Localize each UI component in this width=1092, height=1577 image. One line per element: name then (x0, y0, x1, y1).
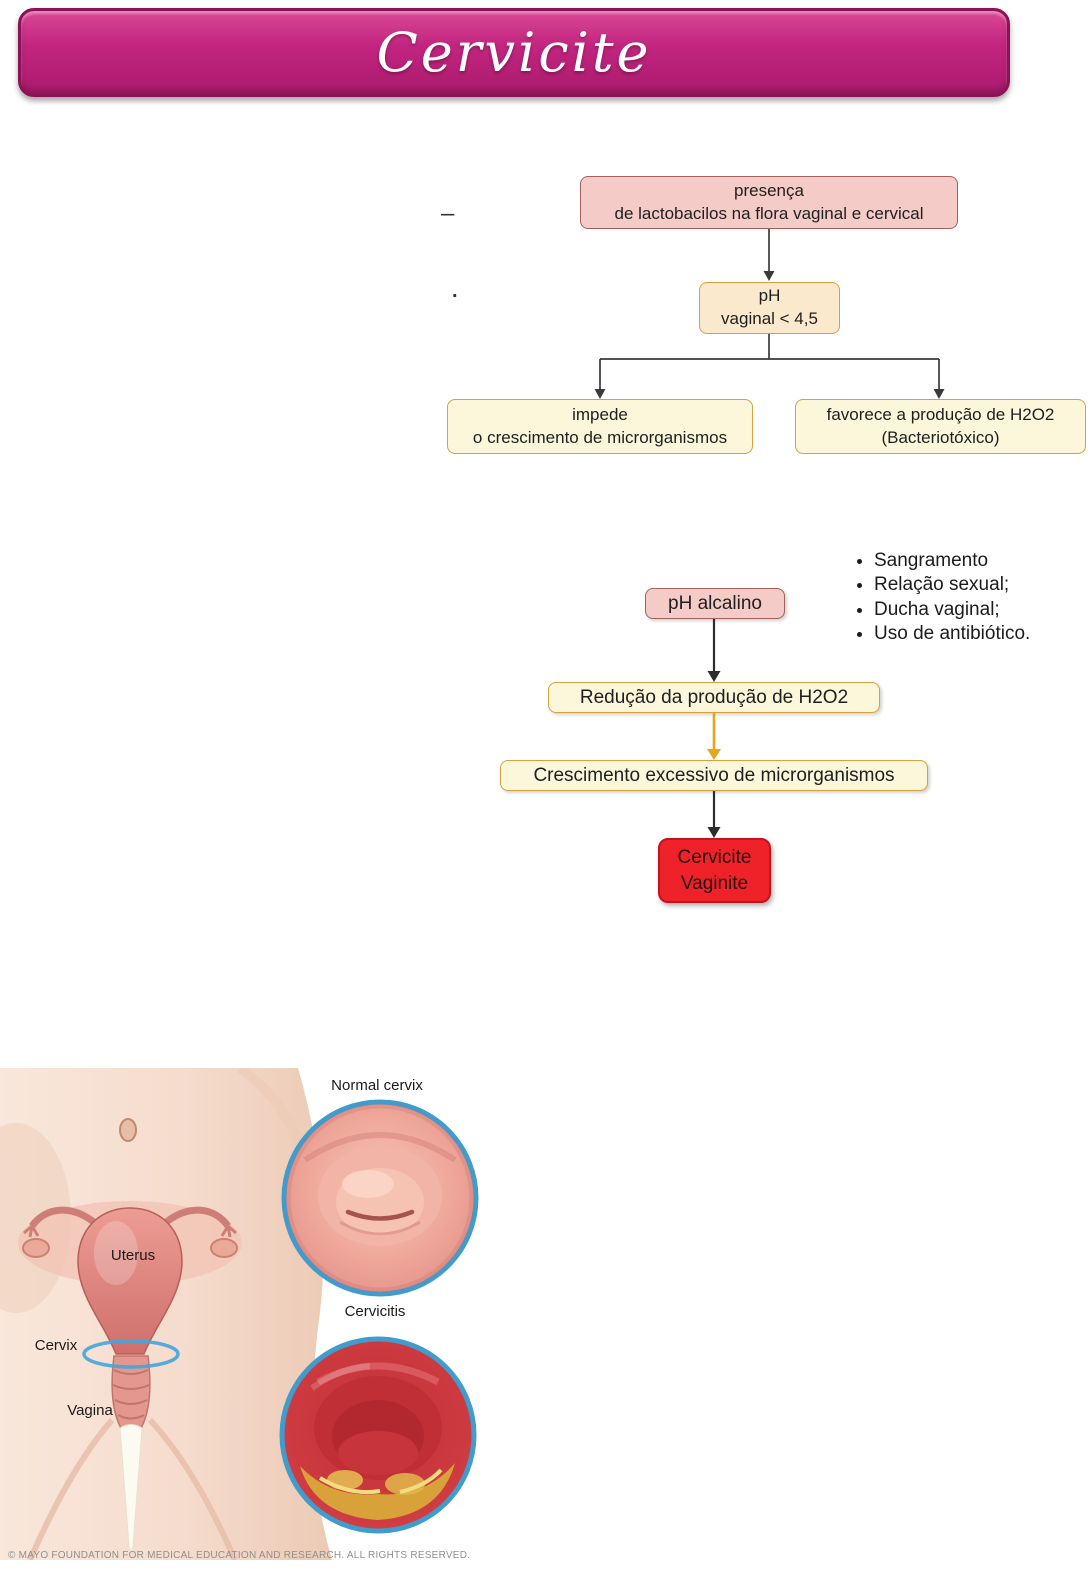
groin-crease-right (147, 1417, 238, 1560)
node-ph-vaginal: pH vaginal < 4,5 (699, 282, 840, 334)
torso (0, 1068, 332, 1560)
discharge-streaks (318, 1468, 443, 1495)
page-title: Cervicite (376, 21, 652, 84)
ovary-right (210, 1238, 238, 1258)
inset-inner-shadow (285, 1103, 475, 1293)
arrow-down-icon (933, 389, 945, 399)
stray-dash-mark: – (441, 200, 455, 227)
cervix-highlight-ring (82, 1339, 180, 1369)
cervix-highlight (342, 1170, 394, 1198)
node-presenca-lactobacilos: presença de lactobacilos na flora vagina… (580, 176, 958, 229)
fc2-connectors (707, 619, 721, 838)
inflamed-fold (316, 1362, 440, 1386)
node-crescimento-excessivo: Crescimento excessivo de microrganismos (500, 760, 928, 791)
uterus-highlight (94, 1221, 138, 1285)
lower-lip-fold (339, 1220, 421, 1236)
inset-cervicitis (279, 1336, 477, 1534)
node-reducao-text: Redução da produção de H2O2 (579, 686, 849, 708)
arrow-down-orange-icon (707, 749, 721, 760)
node-cervicite-text: Cervicite Vaginite (677, 846, 752, 894)
copyright-notice: © MAYO FOUNDATION FOR MEDICAL EDUCATION … (8, 1550, 471, 1561)
fallopian-tube-right (162, 1206, 231, 1229)
groin-crease-left (27, 1418, 115, 1560)
label-normal-cervix: Normal cervix (331, 1077, 423, 1094)
fimbriae-left (23, 1224, 40, 1238)
inflamed-bulge (338, 1431, 418, 1475)
torso-skin (0, 1068, 332, 1560)
cervical-os-slit (345, 1209, 415, 1221)
arrow-down-icon (763, 271, 775, 281)
discharge-blob (385, 1473, 425, 1495)
gloss-highlight (310, 1363, 371, 1391)
vaginal-ridges (112, 1369, 150, 1420)
cause-item: Uso de antibiótico. (874, 622, 1082, 646)
cause-item: Relação sexual; (874, 573, 1082, 597)
label-vagina: Vagina (67, 1402, 113, 1419)
node-crescimento-text: Crescimento excessivo de microrganismos (533, 764, 895, 786)
uterus-body (77, 1207, 183, 1355)
node-cervicite-vaginite: Cervicite Vaginite (658, 838, 771, 903)
vaginal-fold (303, 1132, 457, 1163)
discharge-pool (300, 1463, 455, 1520)
anatomy-illustration: Normal cervix Uterus Cervix Vagina Cervi… (0, 1068, 479, 1560)
node-impede-crescimento: impede o crescimento de microrganismos (447, 399, 753, 454)
fallopian-tube-left (29, 1206, 98, 1229)
node-favorece-h2o2: favorece a produção de H2O2 (Bacteriotóx… (795, 399, 1086, 454)
node-ph-alcalino-text: pH alcalino (668, 592, 762, 614)
label-cervix: Cervix (35, 1337, 78, 1354)
node-ph-alcalino: pH alcalino (645, 588, 785, 619)
ovary-left (22, 1238, 50, 1258)
node-impede-text: impede o crescimento de microrganismos (472, 404, 728, 447)
reproductive-organs (18, 1201, 242, 1551)
cause-item: Sangramento (874, 549, 1082, 573)
title-banner: Cervicite (18, 8, 1010, 97)
node-favorece-text: favorece a produção de H2O2 (Bacteriotóx… (826, 404, 1055, 447)
vaginal-opening-stream (119, 1424, 143, 1551)
causes-list: Sangramento Relação sexual; Ducha vagina… (852, 549, 1082, 646)
inset-normal-cervix (281, 1099, 479, 1297)
label-uterus: Uterus (111, 1247, 155, 1264)
cause-item: Ducha vaginal; (874, 598, 1082, 622)
node-presenca-text: presença de lactobacilos na flora vagina… (614, 180, 924, 223)
node-reducao-h2o2: Redução da produção de H2O2 (548, 682, 880, 713)
arrow-down-icon (707, 671, 721, 682)
stray-dot-mark: . (452, 280, 458, 302)
label-cervicitis: Cervicitis (345, 1303, 406, 1320)
node-ph-text: pH vaginal < 4,5 (721, 286, 818, 328)
arrow-down-icon (594, 389, 606, 399)
arrow-down-icon (707, 827, 721, 838)
fimbriae-right (220, 1224, 237, 1238)
navel (119, 1118, 137, 1142)
